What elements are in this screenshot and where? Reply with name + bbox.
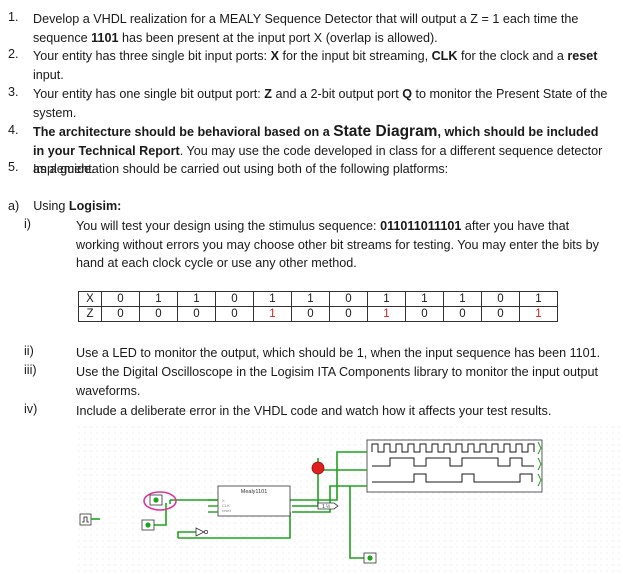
z-cell: 0 [443, 306, 482, 322]
z-header: Z [78, 306, 102, 322]
item-iii-label: iii) [24, 363, 37, 377]
mealy-component-label: Mealy1101 [241, 489, 268, 495]
x-cell: 1 [367, 291, 406, 307]
list-item-number: 2. [8, 47, 19, 61]
z-cell: 0 [291, 306, 330, 322]
svg-text:reset: reset [222, 508, 232, 513]
x-cell: 1 [253, 291, 292, 307]
z-cell: 1 [253, 306, 292, 322]
x-cell: 0 [215, 291, 254, 307]
x-cell: 1 [291, 291, 330, 307]
item-i-label: i) [24, 217, 31, 231]
item-i-text: You will test your design using the stim… [76, 217, 616, 273]
svg-text:1 ½: 1 ½ [322, 503, 331, 510]
x-cell: 0 [101, 291, 140, 307]
item-iii-text: Use the Digital Oscilloscope in the Logi… [76, 365, 598, 398]
x-cell: 0 [329, 291, 368, 307]
x-cell: 1 [519, 291, 558, 307]
svg-text:CLK: CLK [222, 503, 230, 508]
list-item-number: 4. [8, 123, 19, 137]
z-cell: 0 [139, 306, 178, 322]
logisim-circuit: Mealy1101 X CLK reset 1 ½ [76, 422, 621, 574]
reset-pin[interactable] [141, 519, 155, 531]
list-item-number: 5. [8, 160, 19, 174]
section-a-title-prefix: Using [33, 199, 69, 213]
z-cell: 0 [215, 306, 254, 322]
x-cell: 1 [139, 291, 178, 307]
z-cell: 0 [329, 306, 368, 322]
list-item-text: The architecture should be behavioral ba… [33, 123, 603, 176]
item-iv-text: Include a deliberate error in the VHDL c… [76, 404, 552, 418]
clock-waveform [371, 443, 535, 453]
x-cell: 0 [481, 291, 520, 307]
buffer-gate [195, 527, 208, 537]
q-output-pin: 1 ½ [317, 502, 339, 510]
input-pin-x[interactable] [143, 491, 177, 511]
output-led [311, 461, 325, 475]
output-pin-z [363, 552, 377, 564]
list-item-number: 3. [8, 85, 19, 99]
x-cell: 1 [405, 291, 444, 307]
section-a-title-bold: Logisim: [68, 199, 122, 213]
z-cell: 1 [519, 306, 558, 322]
z-cell: 0 [405, 306, 444, 322]
item-ii-label: ii) [24, 344, 34, 358]
list-item-text: Your entity has three single bit input p… [33, 49, 598, 82]
x-cell: 1 [443, 291, 482, 307]
output-waveform [372, 473, 533, 483]
section-a-label: a) [8, 199, 20, 213]
list-item-text: Your entity has one single bit output po… [33, 87, 608, 120]
z-cell: 0 [101, 306, 140, 322]
input-waveform [372, 457, 534, 467]
item-i-text-post: after you have that working without erro… [76, 219, 599, 270]
x-cell: 1 [177, 291, 216, 307]
z-cell: 0 [481, 306, 520, 322]
item-iv-label: iv) [24, 402, 38, 416]
section-a-heading: a) Using Logisim: [8, 199, 121, 213]
z-cell: 0 [177, 306, 216, 322]
list-item-text: Develop a VHDL realization for a MEALY S… [33, 12, 579, 45]
clock-source[interactable] [79, 513, 100, 526]
list-item-number: 1. [8, 10, 19, 24]
mealy-component: Mealy1101 X CLK reset [208, 485, 291, 517]
x-header: X [78, 291, 102, 307]
z-cell: 1 [367, 306, 406, 322]
list-item-text: Implementation should be carried out usi… [33, 162, 449, 176]
oscilloscope [366, 439, 543, 493]
stimulus-sequence: 011011011101 [380, 219, 462, 233]
item-i-text-pre: You will test your design using the stim… [76, 219, 381, 233]
svg-text:X: X [222, 498, 225, 503]
item-ii-text: Use a LED to monitor the output, which s… [76, 346, 601, 360]
